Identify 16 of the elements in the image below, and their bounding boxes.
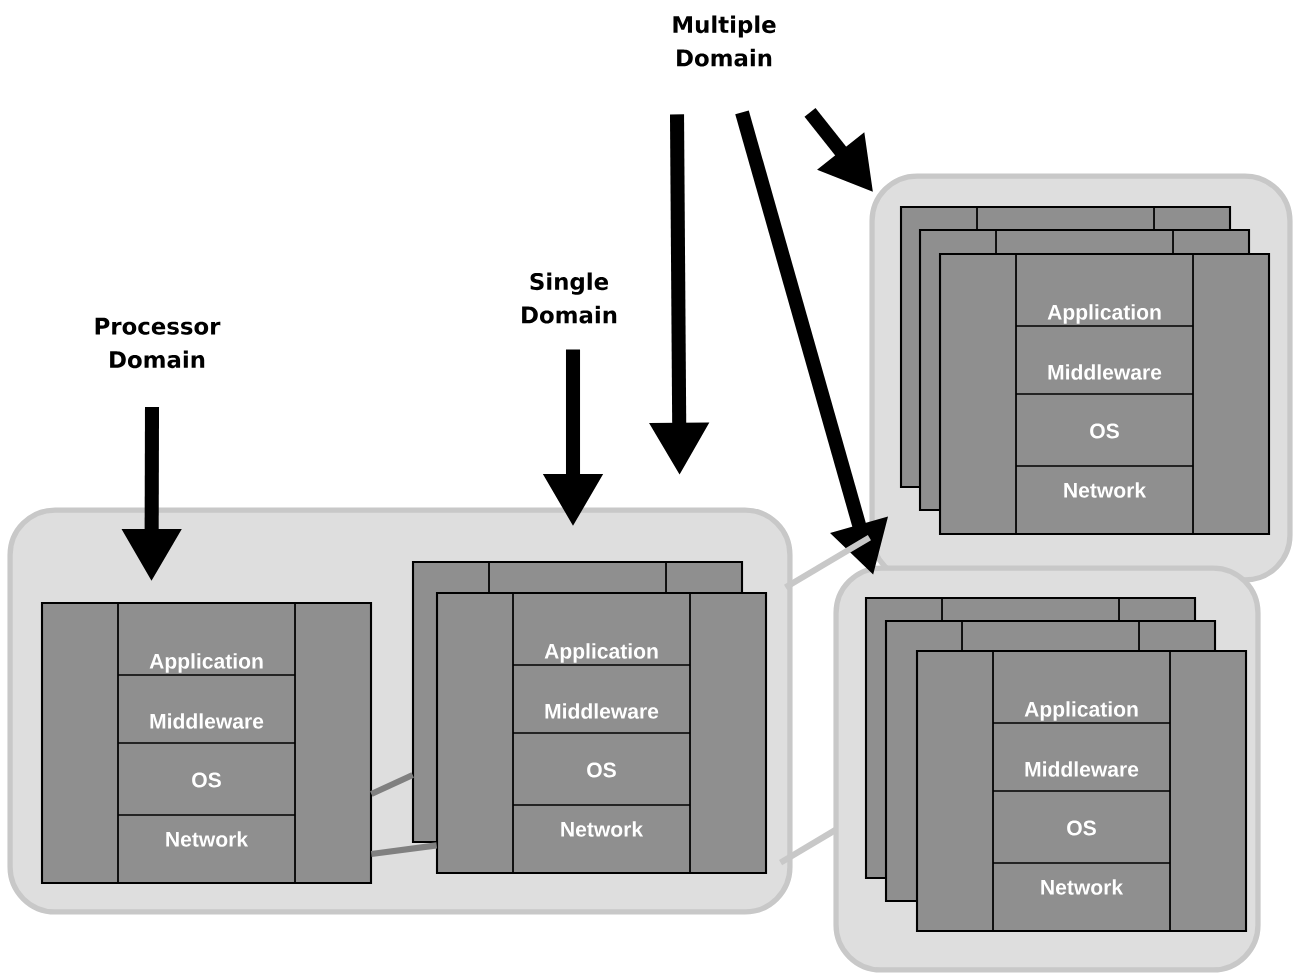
domain-label: Processor Domain	[95, 317, 221, 369]
connector-line	[784, 534, 871, 591]
domain-label: Multiple Domain	[673, 15, 776, 67]
layer-label: Network	[561, 821, 644, 837]
layer-label: Middleware	[545, 703, 659, 719]
layer-label: Middleware	[150, 713, 264, 729]
domain-label: Single Domain	[522, 272, 617, 324]
layer-label: Application	[149, 653, 263, 673]
connector-line	[370, 772, 414, 797]
layer-label: OS	[587, 762, 616, 778]
layer-label: Network	[1041, 879, 1124, 895]
connector-line	[370, 842, 438, 858]
layer-label: OS	[192, 772, 221, 788]
layer-label: Network	[166, 831, 249, 847]
connector-line	[779, 827, 837, 866]
layer-label: Application	[544, 643, 658, 663]
